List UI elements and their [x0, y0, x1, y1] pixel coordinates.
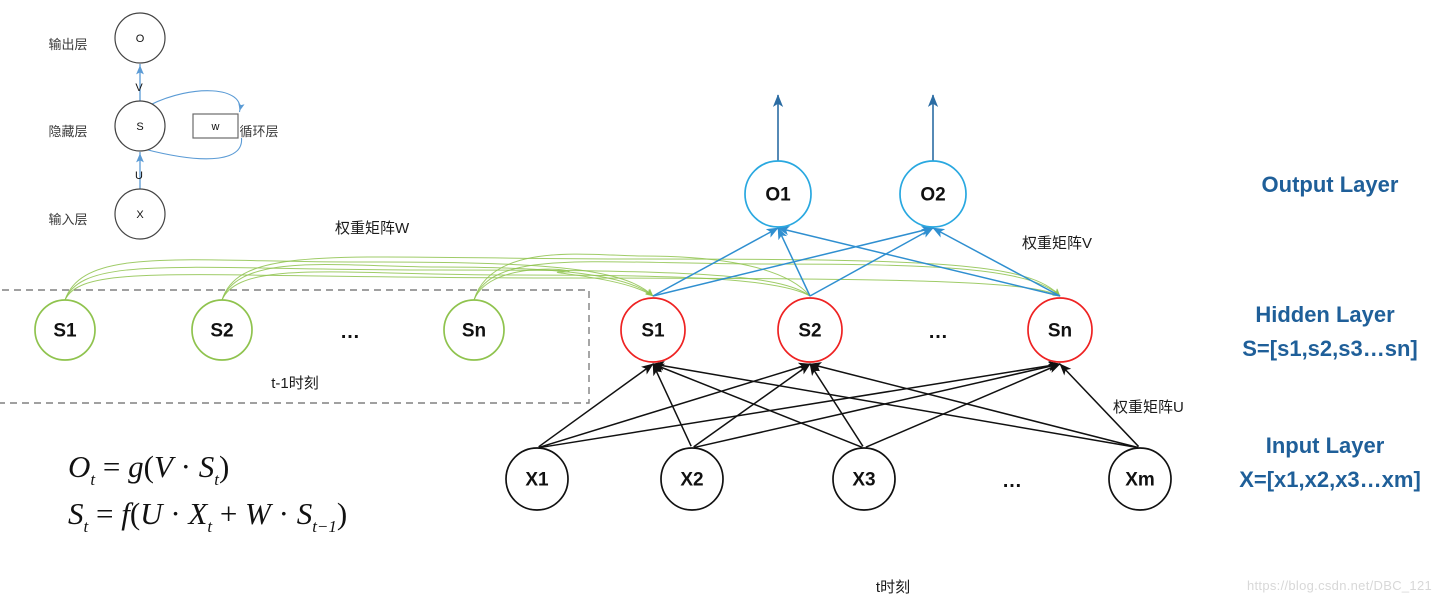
- w-connection: [221, 264, 654, 301]
- watermark: https://blog.csdn.net/DBC_121: [1246, 578, 1432, 593]
- u-connection: [652, 363, 863, 448]
- prev-hidden-node-label-s1: S1: [53, 321, 77, 342]
- prev-hidden-node-label-sn: Sn: [462, 321, 486, 342]
- u-connection: [693, 361, 1061, 449]
- input-to-hidden-connections: [538, 361, 1140, 449]
- t-minus-1-dashed-box: [0, 289, 590, 404]
- output-node-label-o2: O2: [920, 185, 945, 206]
- u-connection: [809, 362, 1139, 449]
- prev-hidden-node-ellipsis: …: [340, 321, 360, 343]
- output-node-label-o1: O1: [765, 185, 791, 206]
- v-connection: [809, 227, 934, 297]
- v-connection: [777, 225, 1061, 297]
- w-connection: [473, 253, 811, 301]
- u-connection: [538, 361, 1061, 449]
- weight-label-u: 权重矩阵U: [1113, 399, 1184, 416]
- w-connection: [473, 268, 654, 301]
- hidden-node-s-label: S: [136, 121, 143, 133]
- side-label-output: Output Layer: [1262, 172, 1399, 197]
- weight-label-w: 权重矩阵W: [335, 220, 410, 237]
- hidden-node-label-sn: Sn: [1048, 321, 1072, 342]
- w-box-label: w: [211, 121, 220, 133]
- hidden-to-output-connections: [652, 225, 1061, 297]
- t-minus-1-label: t-1时刻: [271, 375, 319, 392]
- input-node-x2: [660, 447, 724, 511]
- input-node-label-x3: X3: [852, 470, 875, 491]
- w-connection: [64, 266, 811, 301]
- u-connection: [652, 363, 692, 447]
- formula-state: St = f(U · Xt + W · St−1): [68, 496, 347, 536]
- output-arrows: [772, 94, 939, 161]
- compact-layer-label-0: 输出层: [48, 37, 87, 52]
- input-node-x-label: X: [136, 209, 144, 221]
- diagram-text-labels: 权重矩阵W 权重矩阵V 权重矩阵U t-1时刻 t时刻 Output LayerHidde…: [68, 172, 1421, 596]
- prev-hidden-node-label-s2: S2: [210, 321, 233, 342]
- input-node-ellipsis: …: [1002, 470, 1022, 492]
- prev-hidden-node-s1: [34, 299, 96, 361]
- input-node-x: [114, 188, 166, 240]
- w-connection: [64, 274, 1061, 301]
- v-connection: [777, 227, 811, 297]
- hidden-node-ellipsis: …: [928, 321, 948, 343]
- u-connection: [865, 363, 1061, 448]
- side-label-hidden: Hidden Layer: [1255, 302, 1395, 327]
- recurrent-loop-lower: [143, 137, 243, 160]
- w-connection: [473, 261, 1061, 301]
- weight-label-v: 权重矩阵V: [1022, 235, 1092, 252]
- v-connection: [932, 227, 1061, 297]
- input-node-label-x2: X2: [680, 470, 703, 491]
- w-box: [192, 113, 239, 139]
- time-step-boundary: [0, 289, 590, 404]
- side-label-hidden-vector: S=[s1,s2,s3…sn]: [1242, 336, 1417, 361]
- prev-hidden-node-s2: [191, 299, 253, 361]
- output-node-o1: [744, 160, 812, 228]
- u-connection: [693, 363, 811, 448]
- hidden-node-label-s1: S1: [641, 321, 665, 342]
- formula-output: Ot = g(V · St): [68, 449, 229, 489]
- hidden-node-s1: [620, 297, 686, 363]
- input-node-label-xm: Xm: [1125, 470, 1155, 491]
- u-connection: [1059, 363, 1140, 448]
- compact-layer-label-2: 输入层: [48, 212, 87, 227]
- v-connection: [652, 227, 779, 297]
- t-label: t时刻: [876, 579, 910, 596]
- u-connection: [538, 363, 654, 448]
- hidden-node-sn: [1027, 297, 1093, 363]
- input-node-label-x1: X1: [525, 470, 549, 491]
- w-connection: [221, 256, 1061, 301]
- edge-label-u: U: [135, 170, 143, 182]
- recurrent-layer-label: 循环层: [239, 124, 278, 139]
- u-connection: [809, 363, 864, 447]
- input-node-xm: [1108, 447, 1172, 511]
- hidden-node-s: [114, 100, 166, 152]
- output-node-o-label: O: [136, 33, 145, 45]
- w-connection: [221, 271, 811, 301]
- compact-layer-label-1: 隐藏层: [48, 124, 87, 139]
- hidden-node-s2: [777, 297, 843, 363]
- recurrent-loop-upper: [149, 90, 245, 113]
- side-label-input-vector: X=[x1,x2,x3…xm]: [1239, 467, 1421, 492]
- v-connection: [652, 225, 934, 297]
- output-node-o: [114, 12, 166, 64]
- hidden-node-label-s2: S2: [798, 321, 821, 342]
- output-node-o2: [899, 160, 967, 228]
- side-label-input: Input Layer: [1266, 433, 1385, 458]
- edge-label-v: V: [135, 82, 143, 94]
- input-node-x1: [505, 447, 569, 511]
- recurrent-w-connections: [64, 253, 1061, 301]
- w-connection: [64, 259, 654, 301]
- u-connection: [652, 361, 1139, 449]
- input-node-x3: [832, 447, 896, 511]
- prev-hidden-node-sn: [443, 299, 505, 361]
- u-connection: [538, 362, 811, 449]
